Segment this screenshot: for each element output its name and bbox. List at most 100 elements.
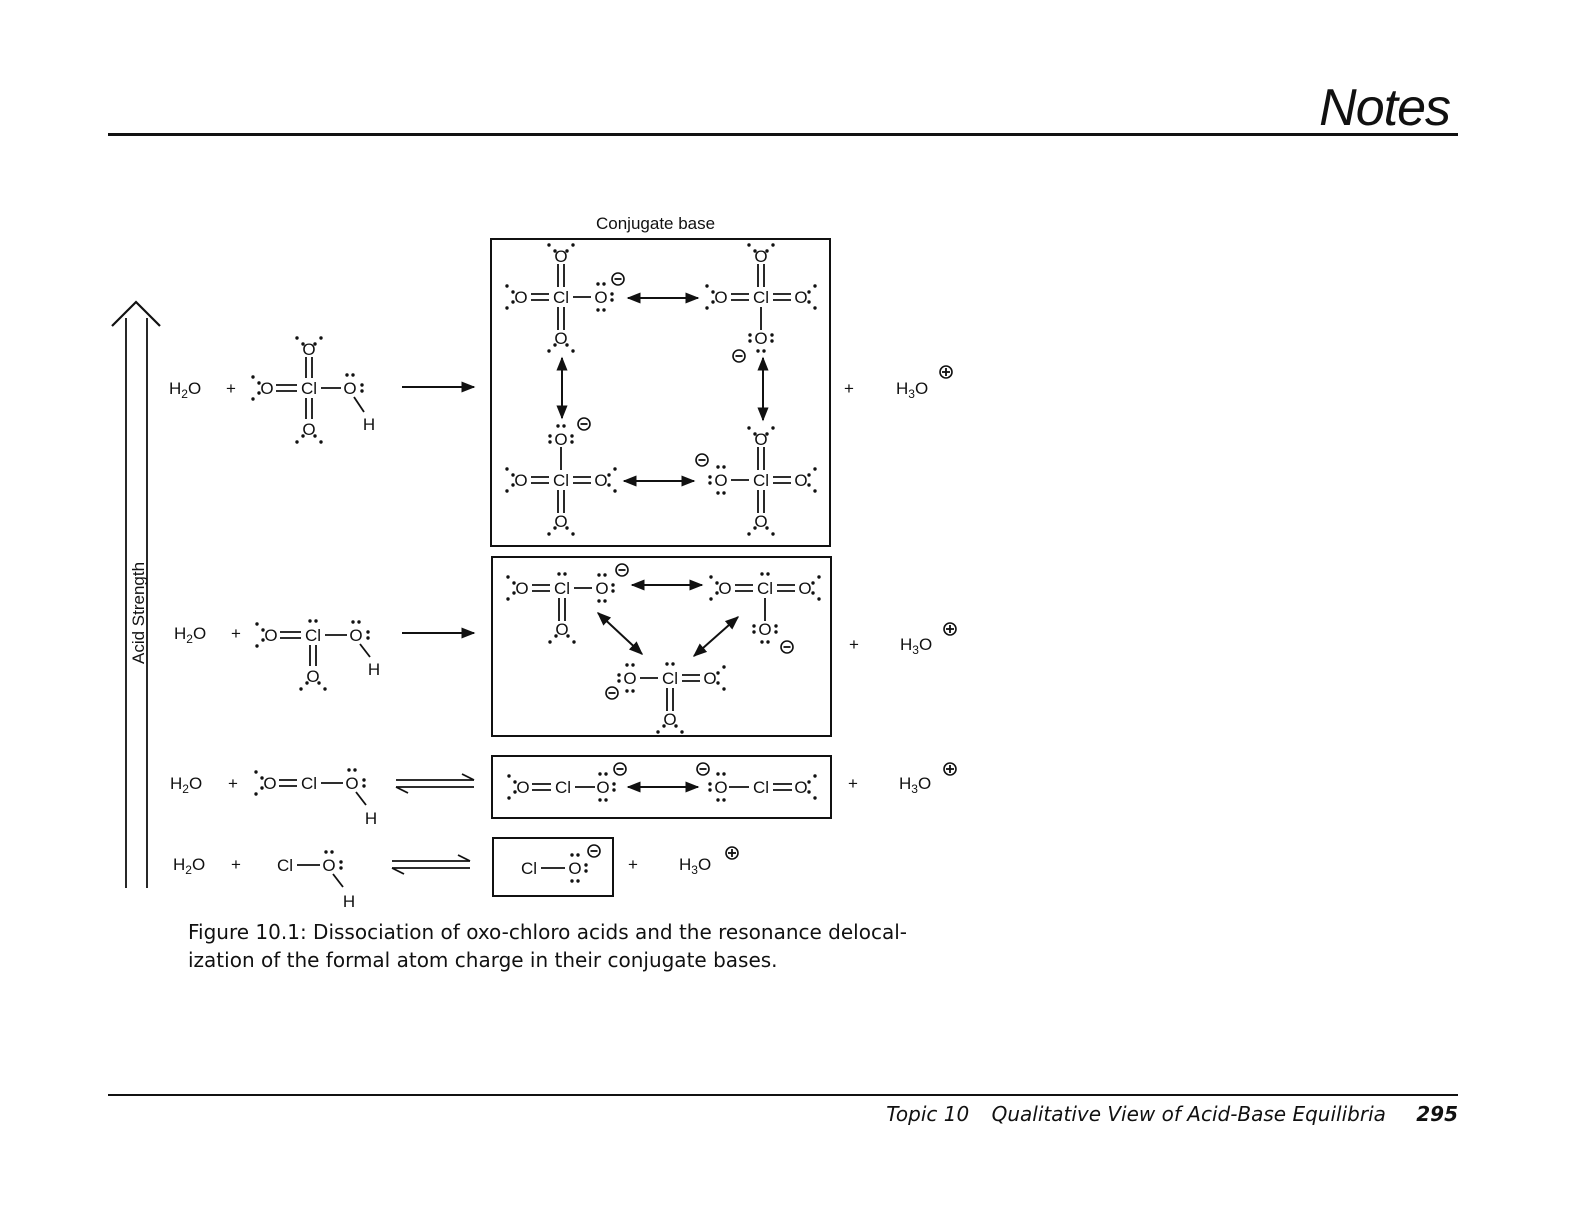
caption-line-1: Figure 10.1: Dissociation of oxo-chloro … <box>188 920 907 944</box>
oxygen-atom: O <box>798 579 811 598</box>
oxygen-atom: O <box>758 620 771 639</box>
lone-pair-dot <box>747 243 751 247</box>
lone-pair-dot <box>807 473 811 477</box>
lone-pair-dot <box>716 671 720 675</box>
chlorine-atom: Cl <box>757 579 773 598</box>
lone-pair-dot <box>671 662 675 666</box>
footer-topic: Topic 10 <box>886 1102 970 1126</box>
plus-sign: + <box>844 379 854 398</box>
hydrogen-atom: H <box>365 809 377 828</box>
lone-pair-dot <box>324 850 328 854</box>
lone-pair-dot <box>576 853 580 857</box>
lone-pair-dot <box>807 790 811 794</box>
chlorine-atom: Cl <box>753 288 769 307</box>
lone-pair-dot <box>765 526 769 530</box>
lone-pair-dot <box>813 489 817 493</box>
lone-pair-dot <box>625 689 629 693</box>
lone-pair-dot <box>611 583 615 587</box>
lone-pair-dot <box>554 634 558 638</box>
lone-pair-dot <box>807 483 811 487</box>
oxygen-atom: O <box>554 430 567 449</box>
lone-pair-dot <box>607 473 611 477</box>
oxygen-atom: O <box>264 626 277 645</box>
lone-pair-dot <box>257 391 261 395</box>
plus-sign: + <box>849 635 859 654</box>
lone-pair-dot <box>715 581 719 585</box>
lone-pair-dot <box>617 679 621 683</box>
lone-pair-dot <box>570 853 574 857</box>
lone-pair-dot <box>511 300 515 304</box>
lone-pair-dot <box>760 572 764 576</box>
oxygen-atom: O <box>703 669 716 688</box>
row2-reactants: H2O + <box>174 624 241 646</box>
oxygen-atom: O <box>555 620 568 639</box>
lone-pair-dot <box>571 532 575 536</box>
perchlorate-resonance-box <box>490 238 831 547</box>
lone-pair-dot <box>313 342 317 346</box>
lone-pair-dot <box>610 298 614 302</box>
oxygen-atom: O <box>514 288 527 307</box>
lone-pair-dot <box>553 526 557 530</box>
lone-pair-dot <box>505 489 509 493</box>
footer-chapter: Qualitative View of Acid-Base Equilibria <box>991 1102 1386 1126</box>
lone-pair-dot <box>255 622 259 626</box>
lone-pair-dot <box>813 467 817 471</box>
plus-sign: + <box>848 774 858 793</box>
lone-pair-dot <box>705 306 709 310</box>
lone-pair-dot <box>323 687 327 691</box>
hydrogen-atom: H <box>363 415 375 434</box>
lone-pair-dot <box>511 290 515 294</box>
lone-pair-dot <box>565 526 569 530</box>
lone-pair-dot <box>709 597 713 601</box>
lone-pair-dot <box>753 249 757 253</box>
lone-pair-dot <box>257 381 261 385</box>
lone-pair-dot <box>565 343 569 347</box>
row3-products: + H3O <box>848 762 957 796</box>
lone-pair-dot <box>656 730 660 734</box>
row4-reactants: H2O + <box>173 855 241 877</box>
plus-sign: + <box>628 855 638 874</box>
oxygen-atom: O <box>322 856 335 875</box>
lone-pair-dot <box>314 619 318 623</box>
water-label: H2O <box>173 855 205 877</box>
lone-pair-dot <box>617 673 621 677</box>
conjugate-base-label: Conjugate base <box>596 214 715 233</box>
chlorine-atom: Cl <box>301 774 317 793</box>
lone-pair-dot <box>308 619 312 623</box>
oxygen-atom: O <box>516 778 529 797</box>
lone-pair-dot <box>295 440 299 444</box>
lone-pair-dot <box>602 282 606 286</box>
hydrogen-atom: H <box>368 660 380 679</box>
oxygen-atom: O <box>663 710 676 729</box>
lone-pair-dot <box>747 426 751 430</box>
lone-pair-dot <box>715 591 719 595</box>
lone-pair-dot <box>301 342 305 346</box>
chlorate-resonance-box <box>491 556 832 737</box>
page-number: 295 <box>1416 1102 1458 1126</box>
lone-pair-dot <box>351 620 355 624</box>
lone-pair-dot <box>716 798 720 802</box>
water-label: H2O <box>174 624 206 646</box>
lone-pair-dot <box>612 788 616 792</box>
lone-pair-dot <box>774 624 778 628</box>
lone-pair-dot <box>709 575 713 579</box>
hydronium-label: H3O <box>900 635 932 657</box>
lone-pair-dot <box>570 434 574 438</box>
lone-pair-dot <box>610 292 614 296</box>
equilibrium-arrow <box>395 773 475 794</box>
lone-pair-dot <box>674 724 678 728</box>
lone-pair-dot <box>817 575 821 579</box>
page-header-title: Notes <box>1319 79 1451 137</box>
lone-pair-dot <box>748 339 752 343</box>
oxygen-atom: O <box>714 778 727 797</box>
lone-pair-dot <box>507 796 511 800</box>
lone-pair-dot <box>756 349 760 353</box>
hydronium-label: H3O <box>896 379 928 401</box>
chlorine-atom: Cl <box>753 778 769 797</box>
oxygen-atom: O <box>714 288 727 307</box>
lone-pair-dot <box>576 879 580 883</box>
lone-pair-dot <box>813 796 817 800</box>
lone-pair-dot <box>770 339 774 343</box>
lone-pair-dot <box>596 282 600 286</box>
oxygen-atom: O <box>754 512 767 531</box>
